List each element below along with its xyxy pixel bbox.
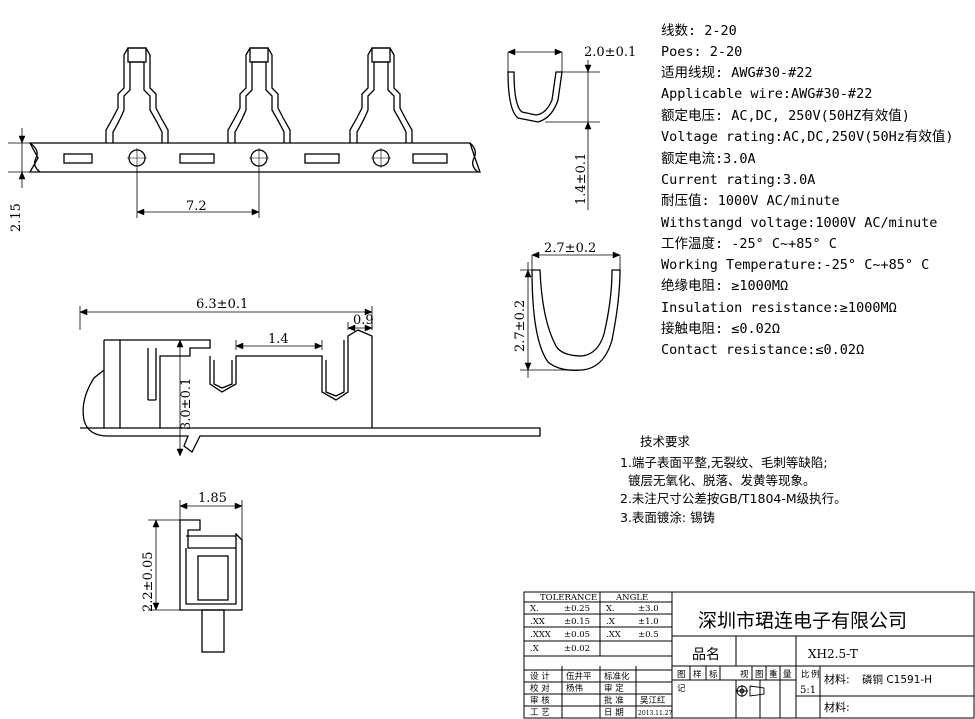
grid-label-9: 比 — [801, 669, 810, 680]
grid-label-4: 记 — [677, 684, 686, 694]
terminal-2 — [227, 47, 291, 143]
terminal-strip-view — [8, 47, 481, 218]
grid-label-10: 例 — [811, 669, 820, 680]
dim-pitch: 7.2 — [186, 199, 207, 214]
grid-label-8: 量 — [783, 670, 792, 680]
requirement-2: 2.未注尺寸公差按GB/T1804-M级执行。 — [620, 491, 847, 506]
angle-header: ANGLE — [615, 593, 648, 603]
sign-name-1: 伍井平 — [566, 671, 592, 682]
tol-row-4-val: ±0.02 — [564, 644, 590, 654]
grid-label-1: 图 — [677, 670, 686, 680]
spec-line-5: 额定电压: AC,DC, 250V(50HZ有效值) — [661, 108, 910, 124]
grid-label-6: 图 — [755, 670, 764, 680]
dim-top-width: 2.0±0.1 — [584, 45, 636, 60]
title-block-frame — [523, 591, 975, 719]
sign-label-4: 工 艺 — [530, 708, 550, 718]
scale-value: 5:1 — [800, 685, 816, 696]
projection-symbol-icon — [736, 685, 765, 697]
sign-name2-3: 吴江红 — [640, 695, 666, 706]
u-profile-small — [507, 48, 600, 210]
tol-row-3-val: ±0.05 — [564, 630, 590, 640]
dim-end-width: 1.85 — [198, 491, 227, 506]
spec-line-9: 耐压值: 1000V AC/minute — [661, 193, 840, 209]
tolerance-header: TOLERANCE — [540, 593, 597, 603]
sign-name-2: 杨伟 — [566, 683, 584, 694]
dim-mid-width: 2.7±0.2 — [544, 241, 596, 256]
sign-label2-1: 标准化 — [604, 671, 630, 682]
dim-crimp-length: 1.4 — [268, 332, 289, 347]
ang-row-3-key: .XX — [606, 630, 622, 640]
ang-row-2-val: ±1.0 — [638, 617, 659, 627]
spec-line-2: Poes: 2-20 — [661, 44, 743, 60]
spec-line-7: 额定电流:3.0A — [661, 151, 756, 167]
ang-row-3-val: ±0.5 — [638, 630, 659, 640]
requirement-3: 3.表面镀涂: 锡铸 — [620, 510, 716, 525]
spec-line-6: Voltage rating:AC,DC,250V(50Hz有效值) — [661, 129, 954, 145]
sign-date: 2013.11.27 — [638, 710, 673, 717]
dim-tip: 0.9 — [353, 313, 374, 328]
sign-label-3: 审 核 — [530, 695, 550, 706]
spec-line-14: Insulation resistance:≥1000MΩ — [661, 300, 897, 316]
terminal-1 — [105, 47, 169, 143]
grid-label-7: 重 — [769, 669, 778, 680]
grid-label-3: 标 — [709, 669, 718, 680]
spec-line-10: Withstangd voltage:1000V AC/minute — [661, 215, 938, 231]
terminal-side-view — [79, 306, 541, 457]
dim-length: 6.3±0.1 — [196, 297, 248, 312]
spec-line-8: Current rating:3.0A — [661, 172, 816, 188]
ang-row-2-key: .X — [606, 617, 616, 627]
spec-line-1: 线数: 2-20 — [661, 23, 737, 39]
spec-line-13: 绝缘电阻: ≥1000MΩ — [661, 278, 789, 294]
spec-line-4: Applicable wire:AWG#30-#22 — [661, 86, 873, 102]
tol-row-1-key: X. — [530, 604, 539, 614]
sign-label2-4: 日 期 — [604, 708, 624, 718]
grid-label-2: 样 — [693, 669, 702, 680]
tol-row-2-key: .XX — [530, 617, 546, 627]
dim-height: 3.0±0.1 — [179, 378, 194, 430]
sign-label2-3: 批 准 — [604, 695, 624, 706]
requirements-title: 技术要求 — [640, 434, 691, 449]
requirement-1: 1.端子表面平整,无裂纹、毛刺等缺陷; — [620, 455, 828, 470]
material-value: 磷铜 C1591-H — [862, 673, 932, 686]
tol-row-1-val: ±0.25 — [564, 604, 590, 614]
spec-line-15: 接触电阻: ≤0.02Ω — [661, 321, 781, 337]
spec-line-3: 适用线规: AWG#30-#22 — [661, 65, 813, 81]
u-profile-large — [520, 251, 621, 378]
terminal-end-view — [148, 500, 243, 653]
sign-label-2: 校 对 — [530, 683, 550, 694]
ang-row-1-key: X. — [606, 604, 615, 614]
part-value: XH2.5-T — [808, 647, 858, 661]
requirement-1-cont: 镀层无氧化、脱落、发黄等现象。 — [628, 473, 816, 488]
ang-row-1-val: ±3.0 — [638, 604, 659, 614]
spec-line-16: Contact resistance:≤0.02Ω — [661, 342, 865, 358]
tol-row-3-key: .XXX — [530, 630, 552, 640]
dim-strip-height: 2.15 — [9, 203, 24, 232]
material2-label: 材料: — [824, 700, 850, 714]
sign-label2-2: 审 定 — [604, 683, 624, 694]
dim-top-height: 1.4±0.1 — [574, 153, 589, 205]
tol-row-2-val: ±0.15 — [564, 617, 590, 627]
company-name: 深圳市珺连电子有限公司 — [698, 610, 907, 632]
dim-end-height: 2.2±0.05 — [141, 551, 156, 612]
material-label: 材料: — [824, 672, 850, 686]
spec-line-12: Working Temperature:-25° C~+85° C — [661, 257, 930, 273]
spec-line-11: 工作温度: -25° C~+85° C — [661, 236, 837, 252]
terminal-3 — [349, 47, 413, 143]
tol-row-4-key: .X — [530, 644, 540, 654]
dim-mid-height: 2.7±0.2 — [513, 300, 528, 352]
part-label: 品名 — [692, 647, 720, 663]
grid-label-5: 视 — [740, 669, 749, 680]
sign-label-1: 设 计 — [530, 671, 550, 682]
